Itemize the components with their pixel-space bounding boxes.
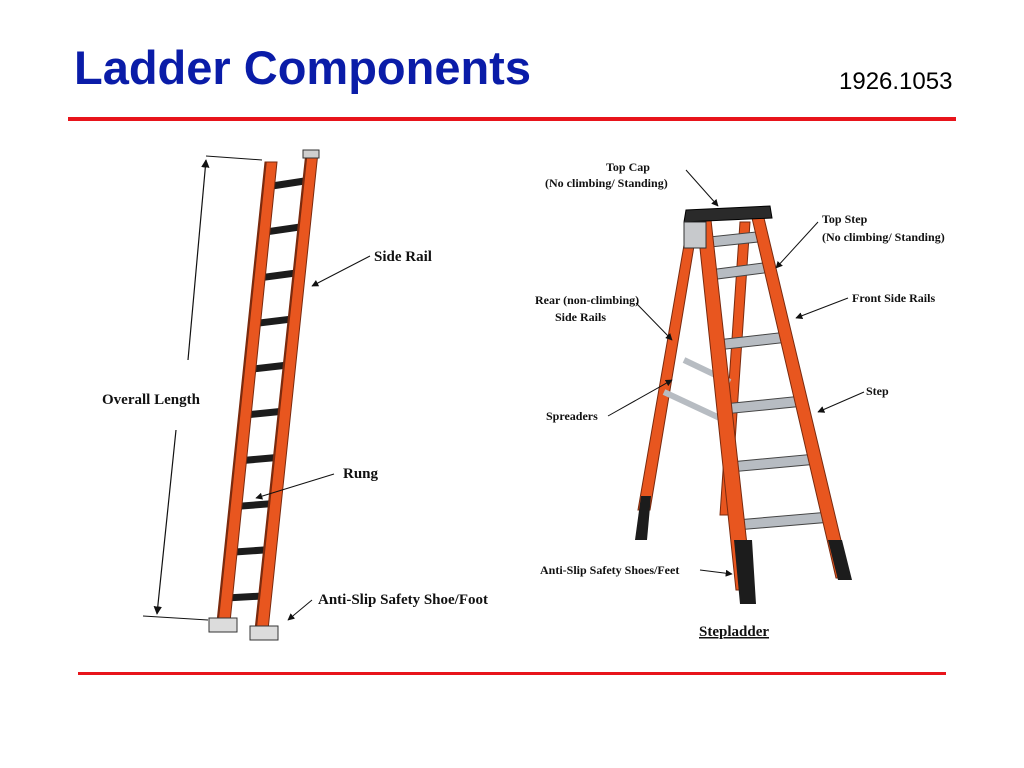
label-rear-rails-2: Side Rails xyxy=(555,310,606,324)
spreaders-leader xyxy=(607,379,673,417)
label-top-step: Top Step xyxy=(822,212,868,226)
slide-title: Ladder Components xyxy=(74,41,531,94)
label-overall-length: Overall Length xyxy=(102,392,201,408)
extension-rail-cap xyxy=(302,149,320,159)
label-top-cap-note: (No climbing/ Standing) xyxy=(545,176,668,190)
stepladder-rear-foot xyxy=(635,496,651,540)
side-rail-leader xyxy=(311,255,371,287)
extension-left-shoe xyxy=(208,617,238,633)
extension-right-shoe xyxy=(249,625,279,641)
front-rails-leader xyxy=(795,297,849,320)
top-cap-hinge xyxy=(683,221,707,249)
left-rail-edge xyxy=(217,161,267,623)
label-top-cap: Top Cap xyxy=(606,160,650,174)
label-rung: Rung xyxy=(343,466,379,482)
standard-code: 1926.1053 xyxy=(839,68,953,95)
stepladder-rear-left-rail xyxy=(637,221,699,511)
rear-rails-leader xyxy=(635,302,673,341)
stepladder-front-right-foot xyxy=(828,540,852,580)
stepladder-step xyxy=(735,511,832,531)
extension-ladder xyxy=(208,149,320,641)
top-cap-leader xyxy=(685,169,719,207)
label-shoe: Anti-Slip Safety Shoe/Foot xyxy=(318,592,488,608)
bottom-divider xyxy=(78,672,946,675)
spreader-lower xyxy=(662,389,726,423)
stepladder-step xyxy=(716,331,790,351)
shoes-leader xyxy=(699,569,733,577)
label-front-rails: Front Side Rails xyxy=(852,291,935,305)
label-spreaders: Spreaders xyxy=(546,409,598,423)
step-leader xyxy=(817,391,865,413)
extension-rung xyxy=(246,407,285,419)
stepladder xyxy=(635,205,852,604)
label-top-step-note: (No climbing/ Standing) xyxy=(822,230,945,244)
rung-leader xyxy=(255,473,335,500)
overall-length-dimension xyxy=(142,155,263,621)
stepladder-steps xyxy=(699,231,832,531)
label-shoes: Anti-Slip Safety Shoes/Feet xyxy=(540,563,679,577)
label-side-rail: Side Rail xyxy=(374,249,432,265)
shoe-leader xyxy=(287,599,313,621)
right-rail-edge xyxy=(255,151,308,631)
label-rear-rails: Rear (non-climbing) xyxy=(535,293,639,307)
stepladder-front-left-foot xyxy=(734,540,756,604)
stepladder-caption: Stepladder xyxy=(699,624,769,640)
top-divider xyxy=(68,117,956,121)
stepladder-top-cap xyxy=(683,205,773,223)
extension-rung xyxy=(241,453,279,465)
top-step-leader xyxy=(775,221,819,269)
label-step: Step xyxy=(866,384,889,398)
stepladder-step xyxy=(729,453,819,473)
